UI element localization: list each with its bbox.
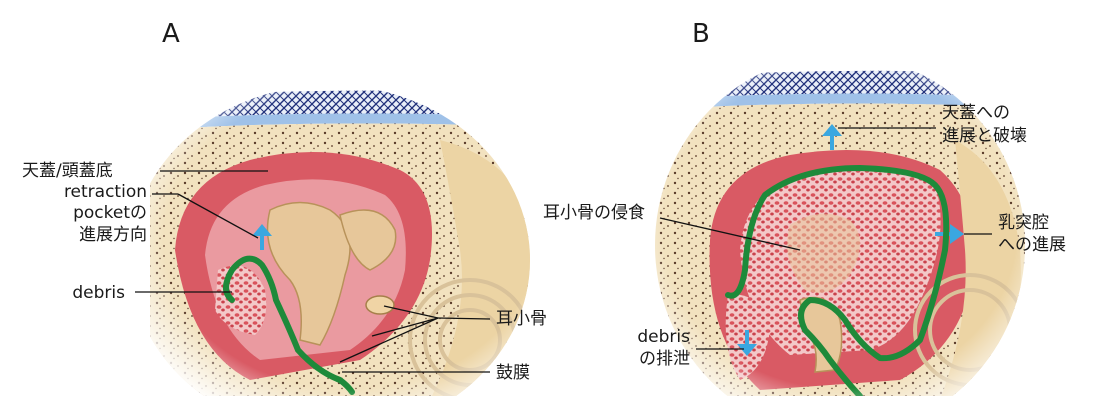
label-retraction-2: pocketの	[73, 203, 147, 223]
label-roof: 天蓋/頭蓋底	[22, 161, 113, 181]
label-ossicles: 耳小骨	[496, 309, 547, 329]
label-retraction-1: retraction	[64, 182, 147, 202]
label-debris-drain-1: debris	[637, 327, 690, 347]
label-erosion: 耳小骨の侵食	[543, 203, 645, 223]
label-eardrum: 鼓膜	[496, 363, 530, 383]
label-debris: debris	[72, 283, 125, 303]
label-mastoid-2: への進展	[998, 235, 1066, 255]
label-debris-drain-2: の排泄	[639, 349, 690, 369]
panel-a-illustration	[150, 80, 560, 396]
label-roof-ext-1: 天蓋への	[942, 103, 1010, 123]
label-mastoid-1: 乳突腔	[998, 213, 1049, 233]
label-retraction-3: 進展方向	[79, 225, 147, 245]
panel-letter-b: B	[692, 19, 710, 49]
panel-letter-a: A	[162, 19, 180, 49]
label-roof-ext-2: 進展と破壊	[942, 126, 1027, 146]
